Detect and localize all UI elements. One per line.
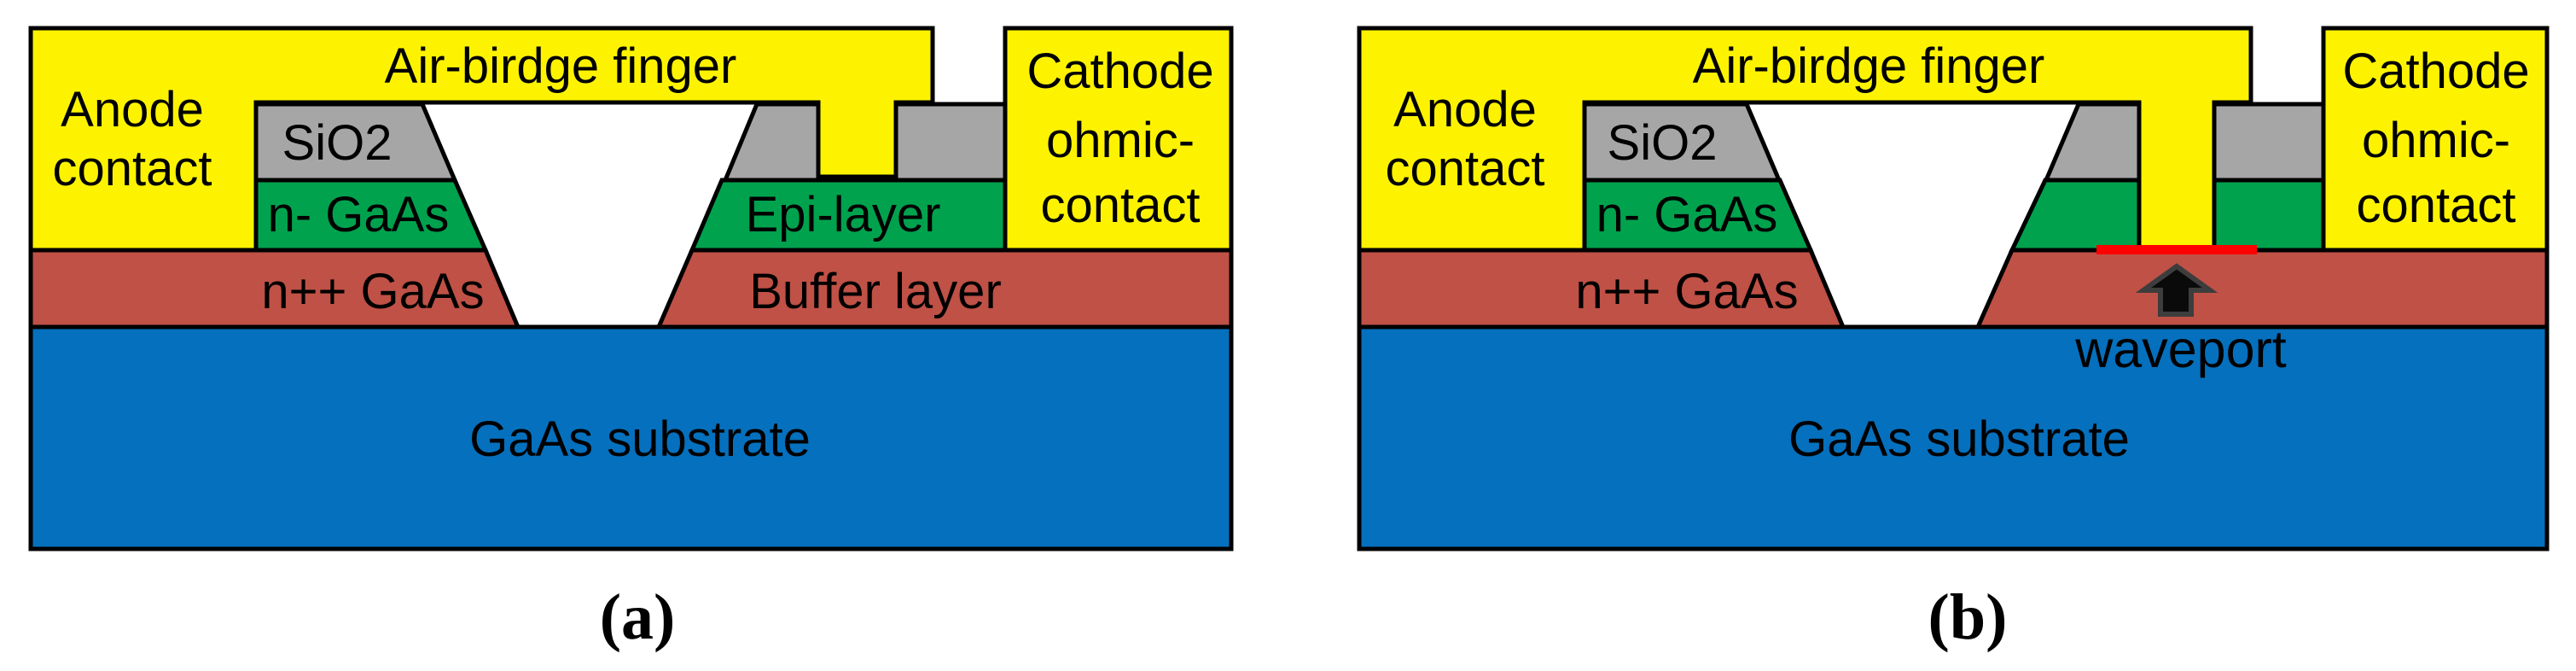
sio2-label-b: SiO2 bbox=[1608, 115, 1718, 171]
n-plus-gaas-label-b: n++ GaAs bbox=[1575, 264, 1798, 319]
substrate-label-a: GaAs substrate bbox=[469, 411, 811, 467]
epi-layer-label-a: Epi-layer bbox=[746, 187, 941, 242]
cathode-label-line3-a: contact bbox=[1041, 178, 1201, 233]
substrate-layer-a bbox=[28, 324, 1234, 551]
cathode-label-line3-b: contact bbox=[2357, 178, 2516, 233]
buffer-layer-right-b bbox=[1974, 248, 2550, 330]
air-bridge-label-a: Air-birdge finger bbox=[385, 38, 737, 94]
sio2-label-a: SiO2 bbox=[282, 115, 393, 171]
cathode-label-line2-b: ohmic- bbox=[2362, 113, 2510, 168]
waveport-label: waveport bbox=[2074, 320, 2287, 378]
cathode-label-line2-a: ohmic- bbox=[1046, 113, 1195, 168]
anode-label-line2-b: contact bbox=[1386, 141, 1545, 196]
panel-caption-a: (a) bbox=[600, 581, 676, 653]
panel-caption-b: (b) bbox=[1928, 581, 2008, 653]
buffer-layer-label-a: Buffer layer bbox=[749, 264, 1002, 319]
substrate-label-b: GaAs substrate bbox=[1788, 411, 2130, 467]
air-bridge-label-b: Air-birdge finger bbox=[1693, 38, 2045, 94]
anode-label-line1-b: Anode bbox=[1393, 82, 1537, 137]
n-gaas-label-b: n- GaAs bbox=[1596, 187, 1778, 242]
diagram-b: Air-birdge finger Anode contact SiO2 n- … bbox=[1357, 26, 2550, 653]
anode-airbridge-metal-a bbox=[28, 26, 935, 253]
n-plus-gaas-label-a: n++ GaAs bbox=[261, 264, 484, 319]
diagram-a: Air-birdge finger Anode contact SiO2 n- … bbox=[28, 26, 1234, 653]
anode-label-line2-a: contact bbox=[53, 141, 212, 196]
cathode-contact-b bbox=[2321, 26, 2550, 253]
waveport-arrow-icon bbox=[2135, 263, 2218, 317]
cathode-label-line1-b: Cathode bbox=[2342, 44, 2529, 99]
cathode-contact-a bbox=[1003, 26, 1234, 253]
waveport-line bbox=[2096, 245, 2257, 254]
n-gaas-label-a: n- GaAs bbox=[268, 187, 450, 242]
anode-label-line1-a: Anode bbox=[61, 82, 204, 137]
substrate-layer-b bbox=[1357, 324, 2550, 551]
cathode-label-line1-a: Cathode bbox=[1026, 44, 1213, 99]
